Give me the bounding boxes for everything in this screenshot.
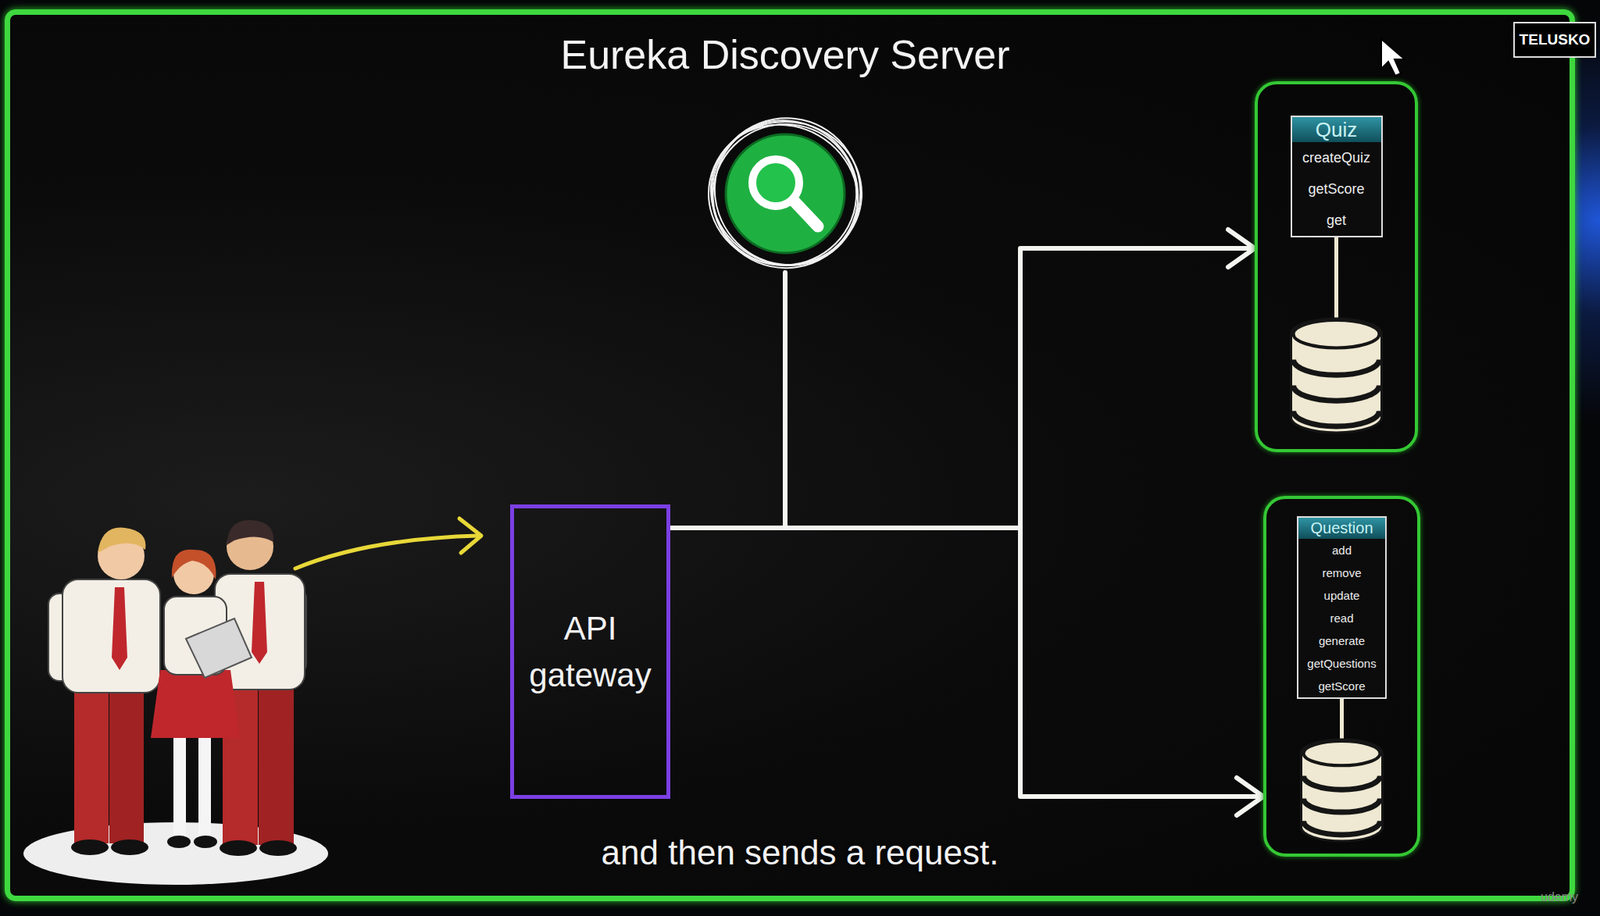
database-body — [1301, 739, 1383, 842]
method-name: createQuiz — [1302, 150, 1371, 166]
service-box: Question add remove update read generate getQu… — [1263, 496, 1421, 858]
table-header: Quiz — [1292, 117, 1382, 143]
database-top — [1303, 741, 1381, 766]
arrow-head — [1236, 778, 1264, 816]
user-arrow-head — [459, 518, 482, 554]
magnifier-lens — [752, 159, 800, 207]
method-name: read — [1329, 611, 1354, 625]
method-name: add — [1332, 543, 1352, 558]
magnifier-handle — [792, 200, 818, 227]
method-name: getScore — [1307, 181, 1365, 197]
database-band — [1293, 410, 1380, 427]
table-title: Question — [1310, 519, 1373, 537]
arrow-head — [1228, 229, 1255, 268]
student-left — [48, 528, 161, 856]
eureka-disc — [725, 134, 845, 254]
laptop — [185, 618, 252, 679]
sketch-ring — [703, 111, 868, 276]
eureka-icon — [703, 111, 868, 276]
gateway-box: API gateway — [510, 504, 671, 800]
watermark: udemy — [1540, 890, 1579, 905]
database-body — [1291, 318, 1383, 433]
watermark: TELUSKO — [1513, 21, 1597, 58]
mouse-cursor — [1381, 39, 1405, 76]
student-middle — [150, 550, 240, 849]
table-stem — [1334, 237, 1339, 327]
method-table: Quiz createQuiz getScore get — [1290, 115, 1383, 238]
database-band — [1293, 360, 1380, 376]
method-name: remove — [1321, 566, 1361, 580]
table-row: get — [1292, 204, 1382, 236]
database-band — [1303, 776, 1381, 791]
database-band — [1293, 385, 1380, 401]
server-title: Eureka Discovery Server — [519, 31, 1051, 79]
sketch-ring — [703, 111, 868, 276]
table-row: getScore — [1292, 173, 1382, 205]
table-row: read — [1298, 607, 1386, 630]
table-row: generate — [1298, 629, 1386, 653]
connector-line — [670, 248, 1255, 529]
connector-line — [670, 528, 1264, 797]
table-title: Quiz — [1315, 117, 1358, 142]
sketch-ring — [703, 111, 868, 276]
sketch-ring — [703, 111, 868, 276]
connector — [670, 229, 1255, 529]
caption: and then sends a request. — [0, 832, 1600, 874]
method-table: Question add remove update read generate getQu… — [1296, 516, 1387, 700]
database-band — [1303, 821, 1381, 836]
table-row: createQuiz — [1292, 142, 1382, 174]
table-row: update — [1298, 584, 1386, 608]
connector — [670, 272, 786, 529]
method-name: generate — [1318, 634, 1365, 648]
service-box: Quiz createQuiz getScore get — [1254, 81, 1418, 453]
database-band — [1303, 798, 1381, 813]
table-row: add — [1298, 539, 1386, 562]
method-name: get — [1326, 212, 1347, 229]
connector-line — [670, 272, 786, 529]
database-top — [1293, 320, 1380, 348]
table-header: Question — [1298, 517, 1386, 540]
gateway-label: API gateway — [521, 605, 659, 700]
table-row: remove — [1298, 561, 1386, 585]
table-row: getScore — [1298, 675, 1386, 698]
discovery-server: Eureka Discovery Server — [519, 31, 1051, 282]
method-name: update — [1324, 589, 1361, 603]
table-row: getQuestions — [1298, 652, 1386, 675]
connector — [670, 528, 1264, 816]
method-name: getQuestions — [1307, 657, 1376, 671]
user-arrow — [295, 535, 479, 569]
method-name: getScore — [1317, 679, 1365, 693]
